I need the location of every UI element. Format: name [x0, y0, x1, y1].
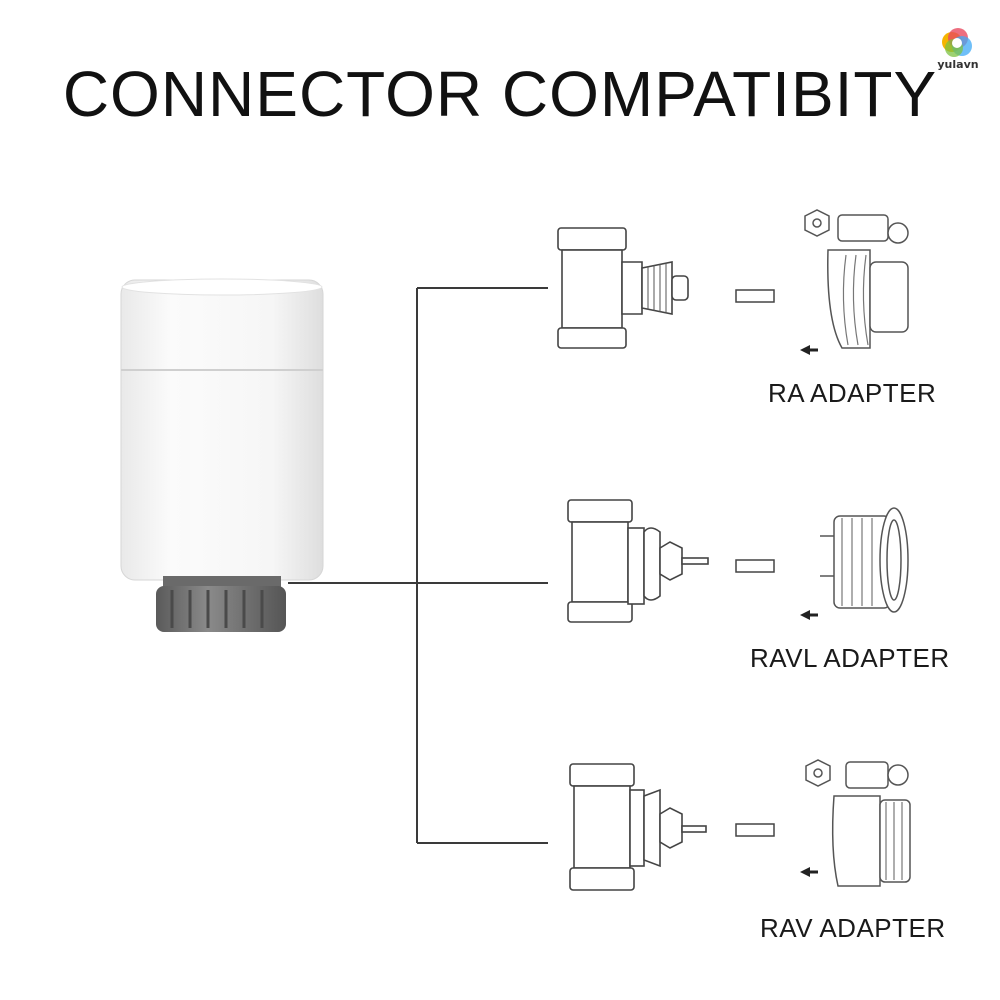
ra-adapter [800, 209, 909, 355]
rav-pin [735, 823, 775, 837]
ra-pin [735, 289, 775, 303]
page-title: CONNECTOR COMPATIBITY [62, 58, 938, 130]
watermark-text: yulavn [937, 58, 979, 71]
thermostat-head [120, 278, 324, 632]
rav-valve [569, 763, 707, 891]
ravl-adapter-label: RAVL ADAPTER [750, 643, 950, 673]
ravl-pin [735, 559, 775, 573]
rav-adapter [800, 759, 911, 887]
rav-adapter-label: RAV ADAPTER [760, 913, 946, 943]
ravl-valve [567, 499, 709, 623]
ra-valve [557, 227, 689, 349]
connector-lines [288, 287, 548, 844]
brand-logo [942, 28, 972, 57]
ravl-adapter [800, 507, 909, 620]
ra-adapter-label: RA ADAPTER [768, 378, 937, 408]
